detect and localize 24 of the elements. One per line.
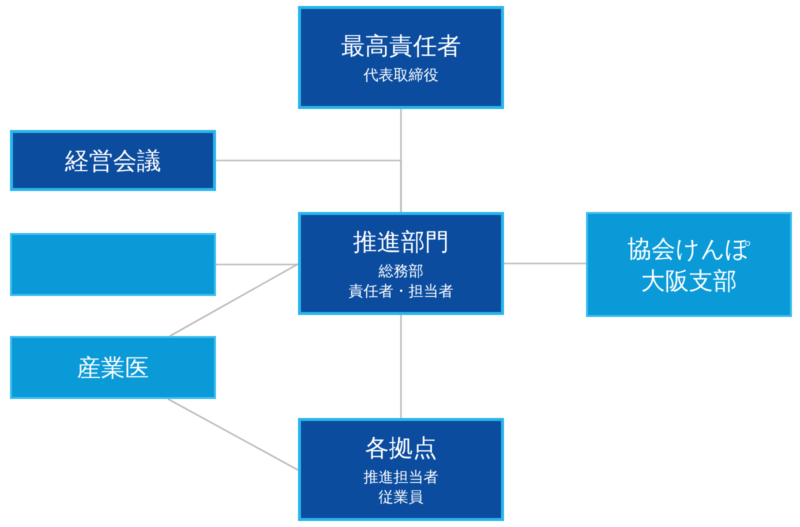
org-box — [586, 212, 792, 317]
box-title: 推進部門 — [353, 226, 449, 256]
connector-line — [216, 264, 298, 266]
org-box — [298, 418, 504, 521]
box-subtitle: 総務部 — [378, 260, 424, 280]
org-box — [10, 336, 216, 399]
box-subtitle: 代表取締役 — [364, 64, 438, 84]
connector-line — [168, 398, 298, 471]
connector-line — [170, 263, 298, 337]
box-title: 経営会議 — [65, 146, 161, 176]
box-subtitle: 責任者・担当者 — [348, 280, 454, 300]
box-title: 最高責任者 — [341, 30, 461, 60]
org-box — [10, 233, 216, 296]
connector-line — [504, 262, 586, 264]
box-subtitle: 従業員 — [378, 486, 424, 506]
org-box — [298, 212, 504, 315]
box-title: 産業医 — [77, 352, 149, 382]
box-subtitle: 推進担当者 — [364, 466, 438, 486]
box-title: 各拠点 — [365, 432, 437, 462]
org-box — [298, 6, 504, 109]
connector-line — [216, 160, 402, 212]
org-box — [10, 130, 216, 191]
box-title: 協会けんぽ大阪支部 — [626, 234, 752, 296]
connector-line — [400, 315, 402, 418]
